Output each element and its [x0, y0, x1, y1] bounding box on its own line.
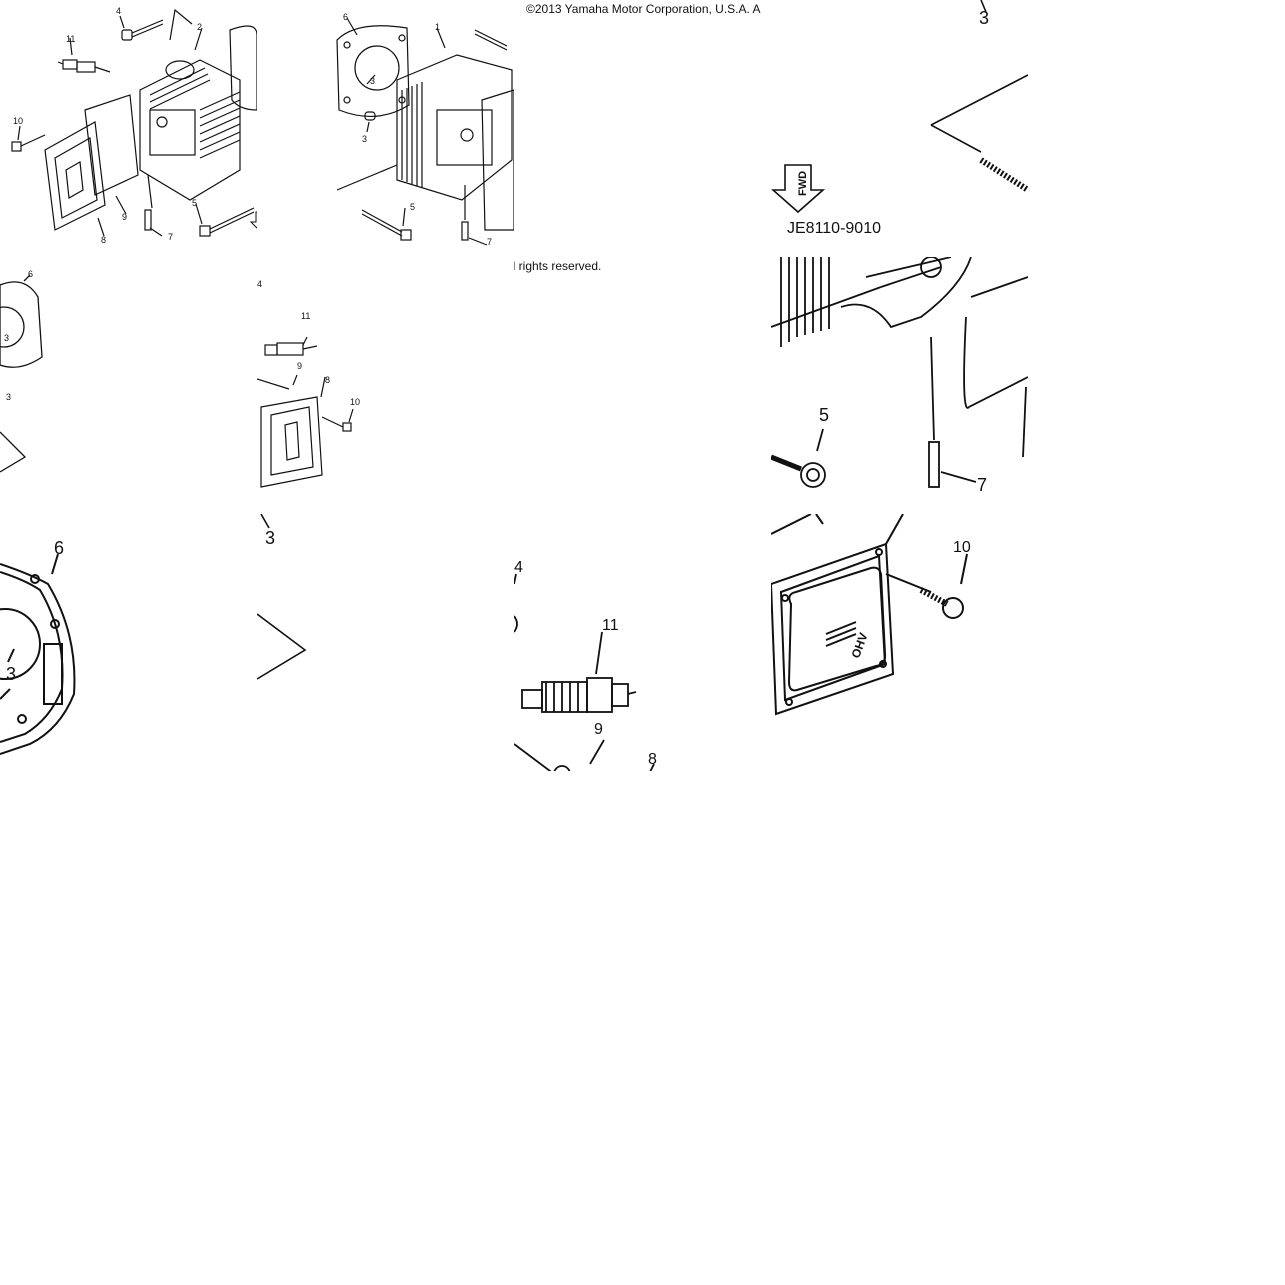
label-part-6-medium: 6 [28, 269, 33, 279]
valve-cover-large-view: 10 OHV [771, 514, 971, 716]
valve-cover-8-icon [44, 121, 106, 231]
spark-plug-large-view: 4 11 9 8 [514, 559, 657, 771]
cylinder-head-fins-zoom-icon [771, 257, 972, 347]
diagram-tile-plug-cover-small: 4 11 9 8 10 [257, 257, 514, 514]
head-gasket-6-medium-icon [0, 281, 43, 368]
label-part-10: 10 [13, 116, 23, 126]
bolt-10-icon [11, 134, 46, 152]
rights-notice: ll rights reserved. [510, 259, 602, 273]
ohv-emblem-icon [825, 621, 857, 647]
label-part-7: 7 [168, 232, 173, 242]
label-part-2: 2 [197, 22, 202, 32]
label-part-10-small: 10 [350, 397, 360, 407]
label-part-9-small: 9 [297, 361, 302, 371]
label-part-8: 8 [101, 235, 106, 245]
diagram-tile-overview-right: 6 3 3 1 5 7 [257, 0, 514, 257]
label-part-5: 5 [192, 198, 197, 208]
label-part-3-dowel-large: 3 [265, 528, 275, 548]
fwd-arrow-label: FWD [797, 171, 809, 196]
head-gasket-medium-view: 6 3 3 [0, 269, 43, 473]
label-part-7b: 7 [487, 237, 492, 247]
spark-plug-cover-small-view: 4 11 9 8 10 [257, 279, 360, 488]
fwd-marker-zoomed: FWD JE8110-9010 3 [771, 0, 1028, 237]
valve-cover-8-large-icon [771, 542, 895, 716]
label-part-3b-top: 3 [370, 76, 375, 86]
cylinder-head-exploded-view-right: 6 3 3 1 5 7 [336, 12, 514, 247]
bolt-10-small-icon [321, 416, 352, 432]
label-part-4-small: 4 [257, 279, 262, 289]
diagram-tile-spark-plug-large: 4 11 9 8 [514, 514, 771, 771]
label-part-9: 9 [122, 212, 127, 222]
label-part-1b: 1 [435, 22, 440, 32]
label-part-3-top-zoom: 3 [979, 8, 989, 28]
bolt-5b-icon [361, 209, 412, 241]
head-gasket-6-icon [336, 25, 410, 118]
bolt-10-large-icon [885, 573, 964, 619]
gasket-zoom-icon [963, 276, 1028, 458]
cylinder-head-zoomed-view: 5 7 [771, 257, 1028, 495]
head-gasket-large-view: 6 3 [0, 538, 76, 755]
label-part-3b-bottom: 3 [362, 134, 367, 144]
label-part-7-zoom: 7 [977, 475, 987, 495]
diagram-tile-dowel-large: 3 [257, 514, 514, 771]
label-part-4: 4 [116, 6, 121, 16]
label-part-10-large: 10 [953, 539, 971, 556]
spark-plug-11-large-icon [521, 677, 637, 713]
stud-zoom-icon [979, 157, 1028, 193]
valve-cover-8-small-icon [260, 396, 323, 488]
label-part-6b: 6 [343, 12, 348, 22]
cylinder-head-icon [139, 59, 241, 201]
label-part-3-medium-b: 3 [6, 392, 11, 402]
bolt-5-zoom-icon [771, 454, 826, 488]
head-gasket-6-large-icon [0, 563, 76, 755]
cylinder-head-rear-icon [396, 54, 513, 201]
copyright-notice: ©2013 Yamaha Motor Corporation, U.S.A. A [526, 2, 761, 16]
label-part-11: 11 [66, 34, 75, 44]
diagram-tile-gasket-medium: 6 3 3 [0, 257, 257, 514]
label-part-8-large: 8 [648, 751, 657, 768]
stud-7b-icon [461, 185, 469, 241]
label-part-9-large: 9 [594, 721, 603, 738]
label-part-11-small: 11 [301, 311, 310, 321]
diagram-tile-valve-cover-large: 10 OHV [771, 514, 1028, 771]
stud-7-zoom-icon [928, 336, 977, 488]
bolt-5-icon [199, 207, 255, 237]
label-part-6-large: 6 [54, 538, 64, 558]
stud-7-icon [144, 174, 153, 231]
dowel-large-view: 3 [257, 514, 307, 680]
label-part-3-large: 3 [6, 664, 16, 684]
label-part-4-large: 4 [514, 559, 523, 576]
spark-plug-11-small-icon [264, 342, 318, 356]
cylinder-head-exploded-view-left: 4 2 11 10 9 8 7 5 JE8110-9010 [11, 6, 257, 245]
label-part-5-zoom: 5 [819, 405, 829, 425]
dowel-pin-3-icon [364, 111, 376, 121]
label-part-11-large: 11 [602, 617, 619, 634]
label-part-3-medium-a: 3 [4, 333, 9, 343]
fwd-arrow-large-icon [771, 164, 826, 214]
label-part-8-small: 8 [325, 375, 330, 385]
diagram-tile-fwd-zoom: FWD JE8110-9010 3 [771, 0, 1028, 257]
bolt-4-icon [121, 19, 164, 41]
label-part-5b: 5 [410, 202, 415, 212]
diagram-tile-overview-left: 4 2 11 10 9 8 7 5 JE8110-9010 [0, 0, 257, 257]
fwd-arrow-icon [249, 211, 257, 229]
drawing-code-large: JE8110-9010 [787, 220, 881, 237]
gasket-9-icon [84, 94, 139, 196]
spark-plug-11-icon [57, 59, 111, 73]
diagram-tile-gasket-large: 6 3 [0, 514, 257, 771]
diagram-tile-head-zoom: 5 7 [771, 257, 1028, 514]
